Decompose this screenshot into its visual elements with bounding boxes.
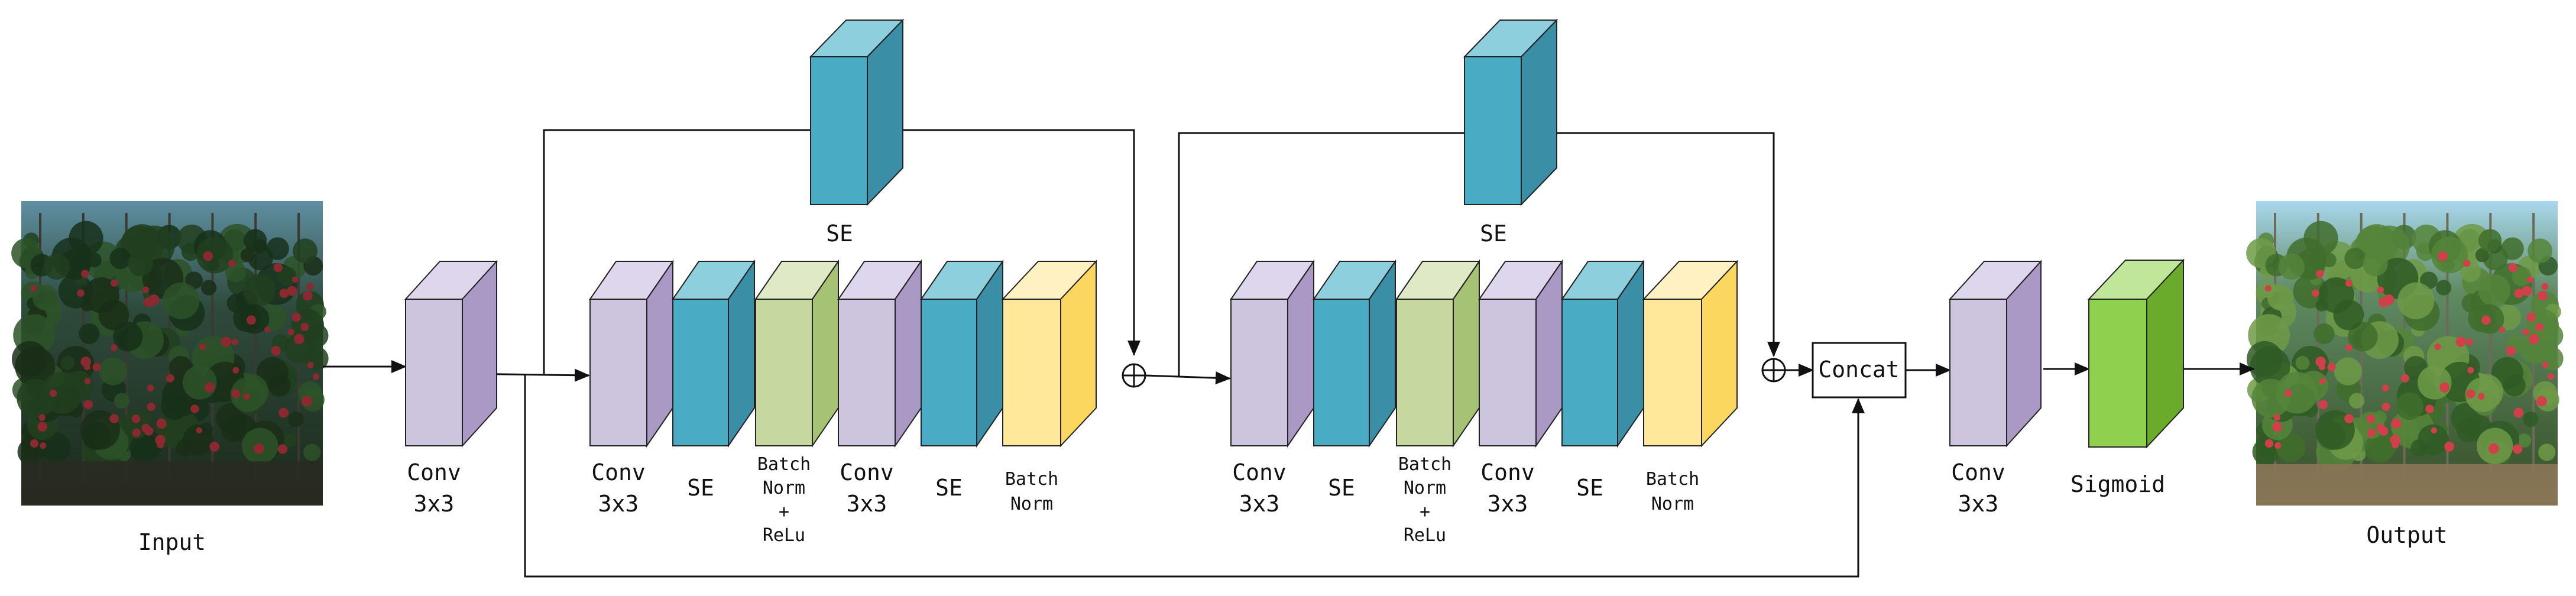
concat-node: Concat [1812,342,1907,399]
add-node-2 [1761,358,1786,383]
skip-connection-long [524,374,1865,578]
block1-conv-2 [837,259,922,448]
block1-conv-1 [589,259,674,448]
block1-batch-norm [1001,260,1098,448]
block2-bn-relu [1395,259,1480,448]
conv-block-final [1948,260,2043,448]
arrow-add1-to-block2 [1145,371,1231,385]
block2-conv-1 [1230,259,1315,448]
se-attention-2-label: SE [1480,221,1507,247]
add-node-1 [1122,363,1146,388]
input-image [11,201,329,506]
block1-se-2 [920,259,1004,448]
block2-batch-norm [1642,260,1739,448]
input-label: Input [138,529,206,555]
block2-se-2 [1561,259,1645,448]
block1-se-1 [672,259,756,448]
block2-conv-2 [1478,259,1563,448]
se-attention-1 [809,18,905,206]
block2-se-1-label: SE [1328,475,1355,501]
output-image [2246,201,2564,506]
block1-se-1-label: SE [687,475,714,501]
block2-se-2-label: SE [1576,475,1603,501]
sigmoid-label: Sigmoid [2070,471,2165,497]
se-attention-1-label: SE [826,221,853,247]
block2-se-1 [1313,259,1396,448]
block1-bn-relu [754,259,840,448]
block1-se-2-label: SE [935,475,963,501]
conv-block-initial [404,260,498,448]
output-label: Output [2366,522,2447,548]
se-attention-2 [1463,18,1558,206]
concat-label: Concat [1818,357,1899,383]
sigmoid-block [2087,258,2185,449]
